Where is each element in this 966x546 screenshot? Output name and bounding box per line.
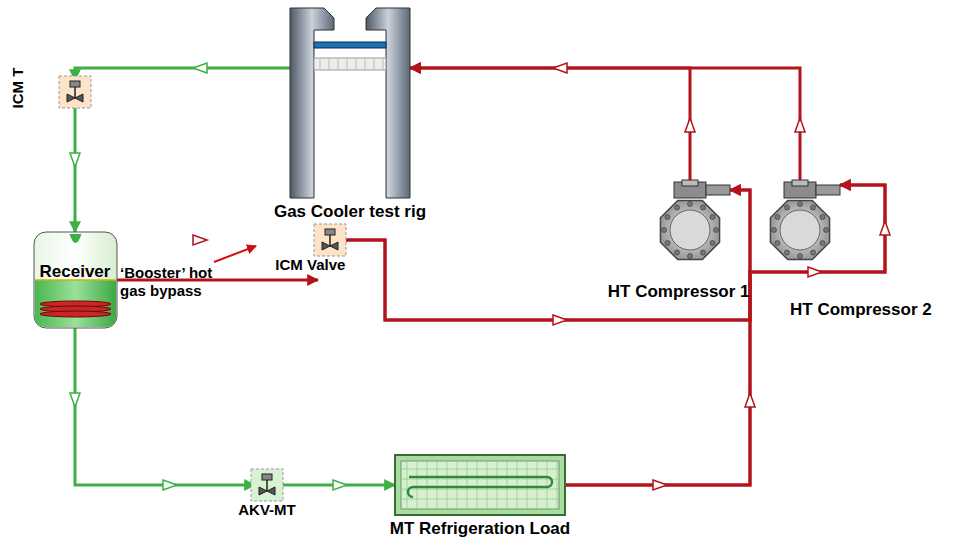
flow-arrow bbox=[70, 393, 80, 407]
flow-arrow bbox=[685, 118, 695, 132]
component-label: Gas Cooler test rig bbox=[274, 202, 426, 222]
flow-arrow bbox=[70, 153, 80, 167]
receiver-vessel: Receiver bbox=[34, 232, 117, 328]
flow-arrow bbox=[880, 221, 890, 235]
compressor-icon bbox=[650, 180, 730, 262]
flow-arrow bbox=[333, 480, 347, 490]
flow-arrow bbox=[795, 118, 805, 132]
compressor: HT Compressor 1 bbox=[650, 180, 730, 262]
flow-arrow bbox=[193, 235, 207, 245]
bypass-valve-icon bbox=[318, 228, 342, 252]
pipe-connector bbox=[565, 185, 885, 485]
expansion-valve: ICM T bbox=[63, 80, 87, 104]
component-label: HT Compressor 1 bbox=[608, 282, 750, 302]
callout-label: ‘Booster’ hot gas bypass bbox=[120, 264, 232, 300]
component-label: AKV-MT bbox=[238, 501, 296, 518]
gas-cooler: Gas Cooler test rig bbox=[290, 8, 410, 198]
pipe-connector bbox=[410, 68, 690, 180]
compressor-icon bbox=[760, 180, 840, 262]
flow-arrow bbox=[745, 393, 755, 407]
pipe-connector bbox=[75, 68, 290, 80]
pipe-connector bbox=[565, 190, 750, 485]
flow-arrow bbox=[553, 315, 567, 325]
component-label: HT Compressor 2 bbox=[790, 300, 932, 320]
flow-arrow bbox=[163, 480, 177, 490]
component-label: Receiver bbox=[40, 263, 111, 283]
gas-cooler-icon bbox=[290, 8, 410, 198]
component-label: ICM Valve bbox=[275, 256, 345, 273]
expansion-valve-icon bbox=[63, 80, 87, 104]
evaporator-load: MT Refrigeration Load bbox=[395, 455, 565, 515]
pipe-connector bbox=[410, 68, 800, 180]
flow-arrow bbox=[653, 480, 667, 490]
callout-leader bbox=[214, 246, 256, 262]
flow-arrow bbox=[808, 267, 822, 277]
flow-arrow bbox=[553, 63, 567, 73]
evaporator-load-icon bbox=[395, 455, 565, 515]
bypass-valve: ICM Valve bbox=[318, 228, 342, 252]
expansion-valve: AKV-MT bbox=[255, 473, 279, 497]
component-label: MT Refrigeration Load bbox=[390, 519, 570, 539]
expansion-valve-icon bbox=[255, 473, 279, 497]
component-label: ICM T bbox=[9, 68, 26, 109]
flow-arrow bbox=[193, 63, 207, 73]
pipe-connector bbox=[75, 328, 255, 485]
compressor: HT Compressor 2 bbox=[760, 180, 840, 262]
